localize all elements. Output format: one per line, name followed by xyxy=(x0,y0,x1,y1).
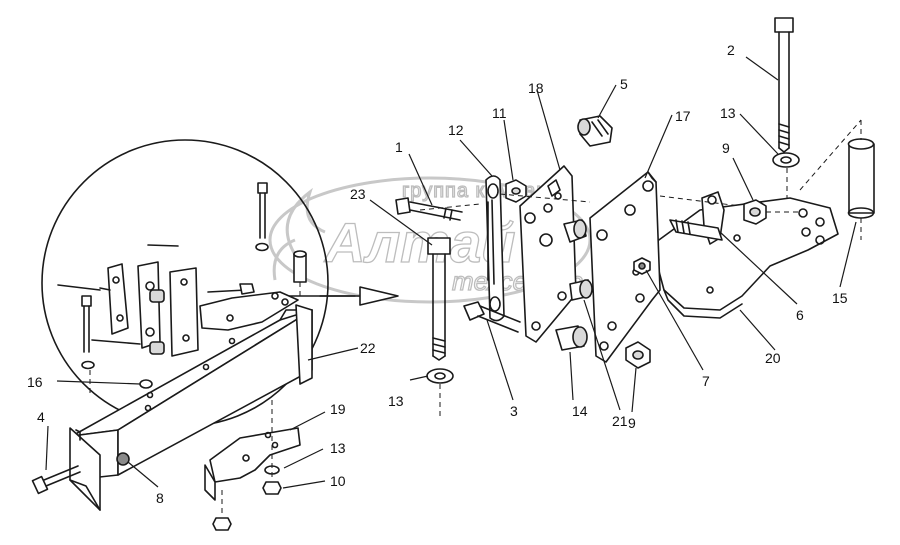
callout-23: 23 xyxy=(350,186,366,202)
link-plate-part-12 xyxy=(485,175,505,322)
bolt-part-1 xyxy=(395,197,463,221)
detail-subassembly xyxy=(57,244,299,357)
callout-13a: 13 xyxy=(720,105,736,121)
bolt-part-4 xyxy=(31,465,81,495)
nut-part-11 xyxy=(505,179,527,203)
nut-bottom xyxy=(212,517,232,531)
bushing-part-21 xyxy=(539,219,593,301)
callout-7: 7 xyxy=(702,373,710,389)
bolt-part-3 xyxy=(463,301,521,333)
callout-21: 21 xyxy=(612,413,628,429)
callout-12: 12 xyxy=(448,122,464,138)
leader-lines xyxy=(45,56,857,489)
bolt-part-23 xyxy=(427,237,451,361)
watermark-line2: Алтай xyxy=(323,211,515,274)
callout-15: 15 xyxy=(832,290,848,306)
nut-part-9-lower xyxy=(625,341,651,369)
callout-3: 3 xyxy=(510,403,518,419)
callout-22: 22 xyxy=(360,340,376,356)
bush-part-5 xyxy=(577,115,613,147)
callout-20: 20 xyxy=(765,350,781,366)
callout-6: 6 xyxy=(796,307,804,323)
callout-16: 16 xyxy=(27,374,43,390)
watermark-logo-icon xyxy=(268,176,592,304)
washer-part-13-mid xyxy=(426,368,454,384)
callout-9b: 9 xyxy=(628,415,636,431)
callout-4: 4 xyxy=(37,409,45,425)
bolt-part-2 xyxy=(774,17,794,153)
bushing-part-14 xyxy=(555,325,588,351)
callout-14: 14 xyxy=(572,403,588,419)
callout-1: 1 xyxy=(395,139,403,155)
callout-19: 19 xyxy=(330,401,346,417)
end-plate xyxy=(69,427,101,511)
spacer-part-15 xyxy=(847,138,875,219)
callout-9a: 9 xyxy=(722,140,730,156)
callout-5: 5 xyxy=(620,76,628,92)
bolt-part-2-overview xyxy=(255,182,269,252)
callout-17: 17 xyxy=(675,108,691,124)
spacer-part-15-overview xyxy=(293,250,307,283)
callout-13c: 13 xyxy=(388,393,404,409)
washer-part-13-top xyxy=(772,152,800,168)
bolt-part-3-overview xyxy=(81,295,95,370)
pin-part-6 xyxy=(669,191,725,245)
plate-part-17 xyxy=(589,171,661,363)
overview-assembly xyxy=(31,139,399,531)
callout-8: 8 xyxy=(156,490,164,506)
exploded-parts xyxy=(395,17,875,420)
callout-11: 11 xyxy=(492,105,507,121)
nut-part-10 xyxy=(262,481,282,495)
callout-labels: 1 2 3 4 5 6 7 8 9 9 10 11 12 13 13 13 14… xyxy=(27,42,848,506)
callout-13b: 13 xyxy=(330,440,346,456)
nut-part-8 xyxy=(116,452,130,466)
bracket-part-19 xyxy=(204,427,301,501)
callout-10: 10 xyxy=(330,473,346,489)
nut-part-9-right xyxy=(743,199,767,225)
callout-18: 18 xyxy=(528,80,544,96)
callout-2: 2 xyxy=(727,42,735,58)
washer-part-16 xyxy=(139,379,153,389)
